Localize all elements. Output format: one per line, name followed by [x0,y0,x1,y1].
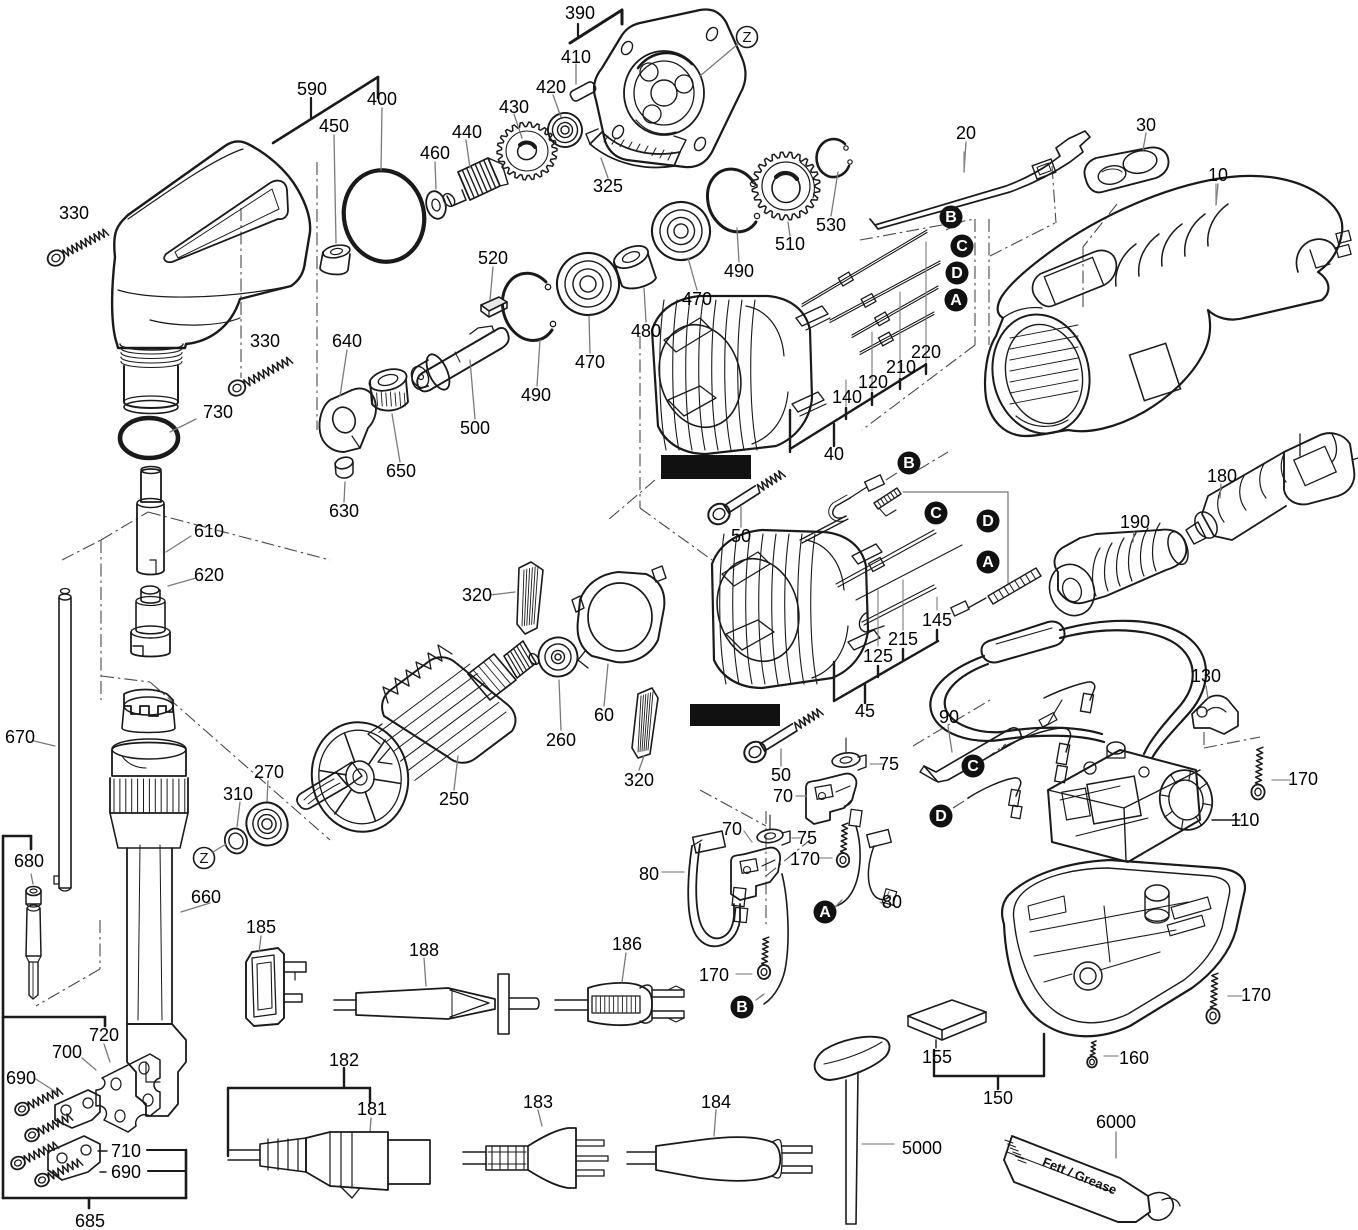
svg-text:270: 270 [254,762,284,782]
svg-text:250: 250 [439,789,469,809]
svg-text:170: 170 [790,849,820,869]
svg-text:125: 125 [863,646,893,666]
svg-text:188: 188 [409,940,439,960]
svg-text:690: 690 [6,1068,36,1088]
svg-text:690: 690 [111,1162,141,1182]
svg-text:320: 320 [624,770,654,790]
svg-text:A: A [982,554,994,571]
svg-text:310: 310 [223,784,253,804]
svg-text:30: 30 [1136,115,1156,135]
svg-text:210: 210 [886,357,916,377]
svg-text:260: 260 [546,730,576,750]
svg-text:480: 480 [631,321,661,341]
svg-text:640: 640 [332,331,362,351]
svg-text:410: 410 [561,47,591,67]
svg-text:320: 320 [462,585,492,605]
svg-text:590: 590 [297,79,327,99]
svg-text:220: 220 [911,342,941,362]
svg-text:170: 170 [699,965,729,985]
svg-text:140: 140 [832,387,862,407]
svg-text:20: 20 [956,123,976,143]
svg-text:D: D [951,265,963,282]
svg-text:330: 330 [250,331,280,351]
svg-text:215: 215 [888,629,918,649]
svg-text:390: 390 [565,3,595,23]
svg-text:130: 130 [1191,666,1221,686]
svg-text:60: 60 [594,705,614,725]
svg-text:670: 670 [5,727,35,747]
svg-text:160: 160 [1119,1048,1149,1068]
svg-text:50: 50 [731,526,751,546]
svg-text:325: 325 [593,176,623,196]
svg-text:181: 181 [357,1099,387,1119]
svg-text:470: 470 [575,352,605,372]
svg-text:A: A [950,292,962,309]
svg-text:75: 75 [879,754,899,774]
svg-text:185: 185 [246,917,276,937]
svg-text:330: 330 [59,203,89,223]
svg-text:70: 70 [773,786,793,806]
svg-text:710: 710 [111,1141,141,1161]
svg-text:A: A [819,904,831,921]
svg-text:170: 170 [1241,985,1271,1005]
svg-text:620: 620 [194,565,224,585]
svg-text:80: 80 [639,864,659,884]
svg-text:90: 90 [939,707,959,727]
svg-text:450: 450 [319,116,349,136]
svg-text:B: B [903,455,915,472]
svg-text:6000: 6000 [1096,1112,1136,1132]
svg-text:120: 120 [858,372,888,392]
svg-text:45: 45 [855,701,875,721]
svg-text:D: D [935,808,947,825]
svg-text:720: 720 [89,1025,119,1045]
svg-text:5000: 5000 [902,1138,942,1158]
svg-text:B: B [736,999,748,1016]
svg-text:685: 685 [75,1211,105,1230]
svg-text:Z: Z [742,29,751,46]
svg-text:C: C [930,505,942,522]
svg-text:520: 520 [478,248,508,268]
svg-text:110: 110 [1231,810,1260,830]
svg-text:460: 460 [420,143,450,163]
svg-text:730: 730 [203,402,233,422]
svg-text:630: 630 [329,501,359,521]
svg-text:C: C [967,758,979,775]
svg-text:430: 430 [499,97,529,117]
svg-text:700: 700 [52,1042,82,1062]
svg-text:190: 190 [1120,512,1150,532]
svg-text:470: 470 [682,289,712,309]
svg-text:180: 180 [1207,466,1237,486]
svg-text:650: 650 [386,461,416,481]
svg-text:610: 610 [194,521,224,541]
svg-text:186: 186 [612,934,642,954]
svg-text:182: 182 [329,1050,359,1070]
svg-text:70: 70 [722,819,742,839]
svg-text:490: 490 [521,385,551,405]
svg-text:500: 500 [460,418,490,438]
svg-text:145: 145 [922,610,952,630]
svg-text:510: 510 [775,234,805,254]
svg-text:420: 420 [536,77,566,97]
svg-text:D: D [982,513,994,530]
svg-text:440: 440 [452,122,482,142]
svg-text:75: 75 [797,828,817,848]
svg-text:C: C [956,238,968,255]
svg-text:170: 170 [1288,769,1318,789]
svg-text:680: 680 [14,851,44,871]
svg-text:490: 490 [724,261,754,281]
svg-text:B: B [945,209,957,226]
svg-text:660: 660 [191,887,221,907]
svg-text:80: 80 [882,892,902,912]
svg-text:400: 400 [367,89,397,109]
svg-text:50: 50 [771,765,791,785]
svg-text:184: 184 [701,1092,731,1112]
svg-text:150: 150 [983,1088,1013,1108]
svg-text:183: 183 [523,1092,553,1112]
svg-text:530: 530 [816,215,846,235]
svg-text:10: 10 [1208,165,1228,185]
svg-text:Z: Z [199,850,208,867]
svg-text:40: 40 [824,444,844,464]
svg-text:155: 155 [922,1047,952,1067]
